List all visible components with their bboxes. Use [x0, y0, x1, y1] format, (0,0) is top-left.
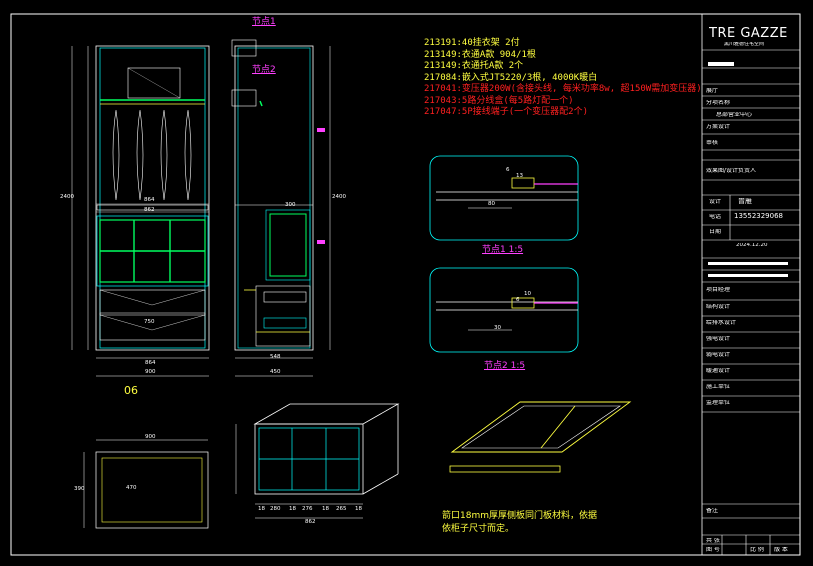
title-block-row-6: 审核	[706, 140, 719, 146]
note-line-4: 217084:嵌入式JT5220/3根, 4000K暖白	[424, 72, 598, 83]
dim-node2-c: 30	[494, 325, 501, 331]
dim-node1-b: 13	[516, 173, 523, 179]
title-block-frame	[701, 13, 801, 556]
shelf-isometric	[235, 403, 400, 519]
node1-title: 节点1 1:5	[482, 245, 524, 255]
lower-row-4: 强电设计	[706, 336, 731, 342]
lower-row-9: 备注	[706, 508, 719, 514]
dim-front-total-h: 2400	[60, 194, 74, 200]
title-block-fills	[708, 62, 788, 277]
dim-side-top: 300	[285, 202, 296, 208]
note-line-3: 213149:衣通托A款 2个	[424, 61, 524, 71]
foot-row-2: 图 号	[706, 547, 720, 553]
note-line-5: 217041:变压器200W(含接头线, 每米功率8w, 超150W需加变压器)	[424, 84, 702, 94]
date-label: 日期	[709, 229, 722, 235]
cabinet-id: 06	[124, 384, 138, 397]
title-block-rules	[702, 49, 800, 555]
title-block-row-1: 展厅	[706, 88, 719, 94]
dim-shelf-w: 862	[305, 519, 316, 525]
phone-label: 电话	[709, 214, 722, 220]
front-elevation	[71, 45, 210, 377]
note-line-6: 217043:5路分线盒(每5路灯配一个)	[424, 95, 574, 106]
foot-row-3: 比 例	[750, 547, 764, 553]
lower-row-3: 给排水设计	[706, 320, 737, 326]
designer-value: 曾雁	[738, 198, 752, 205]
note-line-2: 213149:衣通A款 904/1根	[424, 49, 536, 60]
note-line-7: 217047:5P接线端子(一个变压器配2个)	[424, 107, 589, 117]
lower-row-1: 项目经理	[706, 287, 731, 293]
plan-view	[83, 439, 209, 529]
lower-row-5: 弱电设计	[706, 352, 731, 358]
dim-side-mid: 548	[270, 354, 281, 360]
footnote-line-2: 依柜子尺寸而定。	[442, 524, 515, 534]
lower-row-8: 监理单位	[706, 400, 731, 406]
node-detail-2	[429, 267, 579, 353]
dim-shelf-seg-1: 18	[258, 506, 265, 512]
dim-front-bottom: 864	[145, 360, 156, 366]
title-block-row-2: 分项名称	[706, 100, 731, 106]
lower-row-7: 施工单位	[706, 384, 731, 390]
foot-row-4: 版 本	[774, 547, 788, 553]
dim-shelf-seg-3: 18	[289, 506, 296, 512]
title-block-row-7: 效果图/设计负责人	[706, 168, 757, 174]
node-detail-1	[429, 155, 579, 241]
title-block-logo-sub: 黑川雅德住宅空间	[724, 42, 765, 47]
lower-row-2: 结构设计	[706, 304, 731, 310]
node2-title: 节点2 1:5	[484, 361, 526, 371]
dim-plan-d: 390	[74, 486, 85, 492]
dim-front-w: 900	[145, 369, 156, 375]
dim-node2-b: 6	[516, 297, 520, 303]
dim-node2-a: 10	[524, 291, 531, 297]
dim-shelf-seg-6: 265	[336, 506, 347, 512]
dim-shelf-seg-2: 280	[270, 506, 281, 512]
dim-node1-a: 6	[506, 167, 510, 173]
title-block-row-3: 总部营业中心	[716, 112, 753, 118]
date-value: 2024.12.20	[736, 243, 768, 248]
dim-side-h: 2400	[332, 194, 346, 200]
node1-label: 节点1	[252, 17, 276, 27]
dim-plan-w: 900	[145, 434, 156, 440]
dim-front-inner2: 862	[144, 207, 155, 213]
phone-value: 13552329068	[734, 213, 783, 220]
lower-row-6: 暖通设计	[706, 368, 731, 374]
title-block-row-5: 方案设计	[706, 124, 731, 130]
node2-label: 节点2	[252, 65, 276, 75]
foot-row-1: 共 张	[706, 538, 720, 544]
note-line-1: 213191:40挂衣架 2付	[424, 38, 520, 48]
dim-shelf-seg-7: 18	[355, 506, 362, 512]
side-elevation	[231, 39, 331, 377]
material-notes: 213191:40挂衣架 2付 213149:衣通A款 904/1根 21314…	[424, 38, 702, 119]
dim-side-w: 450	[270, 369, 281, 375]
tray-isometric	[449, 401, 632, 473]
dim-draw-w: 750	[144, 319, 155, 325]
dim-shelf-seg-4: 276	[302, 506, 313, 512]
dim-shelf-seg-5: 18	[322, 506, 329, 512]
footnote-line-1: 箭口18mm厚厚侧板同门板材料，依据	[442, 511, 597, 521]
designer-label: 设计	[709, 199, 722, 205]
title-block-logo: TRE GAZZE	[709, 27, 788, 40]
dim-plan-inner: 470	[126, 485, 137, 491]
dim-node1-c: 80	[488, 201, 495, 207]
dim-front-inner: 864	[144, 197, 155, 203]
